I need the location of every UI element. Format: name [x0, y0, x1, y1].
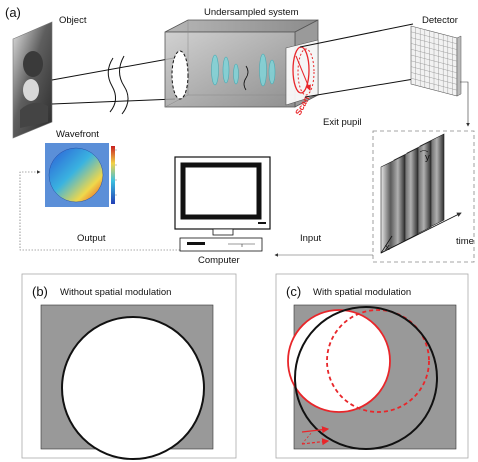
object-photo [12, 21, 53, 139]
computer-label: Computer [198, 255, 240, 266]
panel-c-pupil-circle [294, 306, 438, 450]
system-label: Undersampled system [204, 7, 299, 18]
detector-to-stack-arrow [460, 81, 470, 127]
panel-c-scan-arrows [301, 426, 330, 446]
panel-b-title: Without spatial modulation [60, 287, 171, 298]
output-path [19, 170, 180, 251]
ray-top [51, 55, 186, 81]
axis-x-label: x [385, 242, 390, 253]
wavefront-label: Wavefront [56, 129, 99, 140]
propagation-waves [107, 55, 129, 115]
wavefront-colorbar-ticks [115, 149, 117, 196]
axis-time-label: time [456, 236, 474, 247]
panel-a-label: (a) [5, 5, 21, 20]
panel-b-label: (b) [32, 284, 48, 299]
ray-bottom [51, 98, 176, 105]
image-stack-frame [372, 130, 475, 263]
image-stack [380, 133, 462, 254]
panel-c-title: With spatial modulation [313, 287, 411, 298]
wavefront-map [45, 143, 115, 207]
input-label: Input [300, 233, 321, 244]
lens-gap-wave [243, 65, 249, 91]
entrance-pupil [171, 50, 189, 100]
axis-y-label: y [425, 152, 430, 163]
detector-grid [410, 25, 462, 97]
ray-to-detector-top [299, 23, 414, 48]
panel-c-label: (c) [286, 284, 301, 299]
detector-label: Detector [422, 15, 458, 26]
computer-icon [174, 156, 271, 252]
panel-b-pupil-circle [61, 316, 205, 460]
lens-group [211, 53, 276, 87]
output-label: Output [77, 233, 106, 244]
exit-pupil-label: Exit pupil [323, 117, 362, 128]
object-label: Object [59, 15, 87, 26]
ray-to-detector-bottom [304, 78, 415, 98]
exit-pupil-face [285, 39, 319, 106]
panel-c-shifted-pupil [287, 309, 430, 413]
